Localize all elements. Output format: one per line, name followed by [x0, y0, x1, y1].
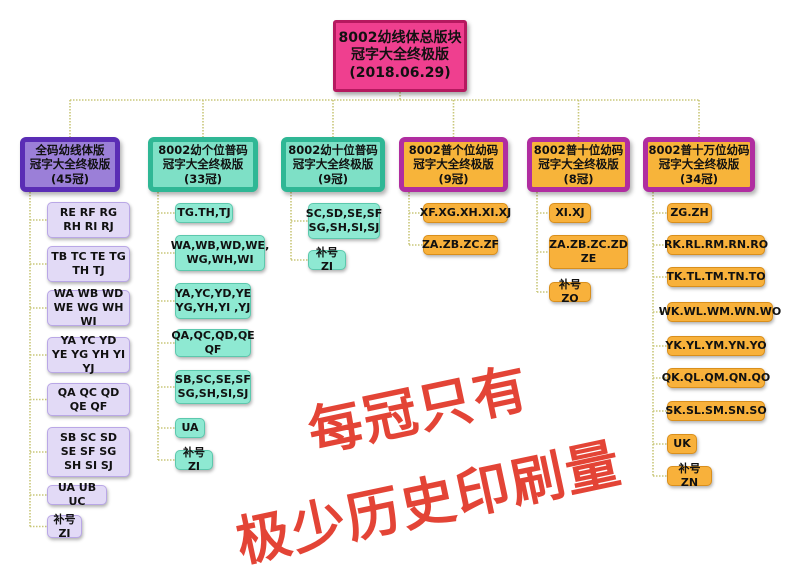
prefix-group-item: UA [175, 418, 205, 438]
category-header-5: 8002普十位幼码冠字大全终极版(8冠) [527, 137, 630, 192]
prefix-group-item: RE RF RG RH RI RJ [47, 202, 130, 238]
prefix-group-item: QK.QL.QM.QN.QO [662, 368, 770, 388]
prefix-group-item: 补号ZI [175, 446, 213, 473]
root-line-2: 冠字大全终极版 [351, 47, 449, 64]
prefix-group-item: 补号ZI [308, 246, 346, 273]
header-line: 冠字大全终极版 [413, 157, 494, 172]
header-line: (8冠) [563, 171, 594, 186]
prefix-group-item: WK.WL.WM.WN.WO [659, 302, 781, 322]
prefix-group-item: TB TC TE TG TH TJ [47, 246, 130, 282]
category-header-4: 8002普个位幼码冠字大全终极版(9冠) [399, 137, 508, 192]
prefix-group-item: TG.TH,TJ [175, 203, 233, 223]
header-line: 8002幼个位普码 [158, 142, 248, 157]
connector-lines [29, 92, 700, 528]
category-header-2: 8002幼个位普码冠字大全终极版(33冠) [148, 137, 258, 192]
prefix-group-item: TK.TL.TM.TN.TO [666, 267, 766, 287]
prefix-group-item: QA,QC,QD,QE QF [171, 329, 255, 357]
category-header-1: 全码幼线体版冠字大全终极版(45冠) [20, 137, 120, 192]
header-line: 8002普十位幼码 [533, 142, 624, 157]
header-line: (9冠) [317, 171, 348, 186]
prefix-group-item: SB,SC,SE,SF SG,SH,SI,SJ [175, 370, 251, 404]
prefix-group-item: ZA.ZB.ZC.ZD ZE [549, 235, 628, 269]
root-line-1: 8002幼线体总版块 [338, 29, 462, 46]
header-line: (33冠) [183, 171, 222, 186]
category-header-6: 8002普十万位幼码冠字大全终极版(34冠) [643, 137, 755, 192]
prefix-group-item: UA UB UC [47, 481, 107, 508]
root-node: 8002幼线体总版块 冠字大全终极版 (2018.06.29) [333, 20, 467, 92]
prefix-group-item: XI.XJ [549, 203, 591, 223]
header-line: (45冠) [50, 171, 89, 186]
prefix-group-item: ZA.ZB.ZC.ZF [422, 235, 499, 255]
prefix-group-item: 补号ZI [47, 513, 82, 540]
header-line: (9冠) [438, 171, 469, 186]
header-line: 8002普十万位幼码 [648, 142, 750, 157]
prefix-group-item: YA YC YD YE YG YH YI YJ [47, 334, 130, 375]
header-line: 冠字大全终极版 [658, 157, 740, 172]
prefix-group-item: QA QC QD QE QF [47, 383, 130, 416]
header-line: (34冠) [679, 171, 718, 186]
header-line: 冠字大全终极版 [538, 157, 619, 172]
category-header-3: 8002幼十位普码冠字大全终极版(9冠) [281, 137, 385, 192]
prefix-group-item: YK.YL.YM.YN.YO [665, 336, 767, 356]
header-line: 8002普个位幼码 [408, 142, 499, 157]
header-line: 冠字大全终极版 [162, 157, 244, 172]
prefix-group-item: SB SC SD SE SF SG SH SI SJ [47, 427, 130, 477]
prefix-group-item: WA,WB,WD,WE, WG,WH,WI [171, 235, 269, 271]
prefix-group-item: ZG.ZH [667, 203, 712, 223]
prefix-group-item: 补号ZO [549, 278, 591, 305]
root-line-3: (2018.06.29) [349, 64, 451, 81]
header-line: 冠字大全终极版 [29, 157, 111, 172]
header-line: 冠字大全终极版 [292, 157, 374, 172]
prefix-group-item: 补号ZN [667, 462, 712, 489]
prefix-group-item: YA,YC,YD,YE YG,YH,YI ,YJ [175, 283, 251, 319]
prefix-group-item: SK.SL.SM.SN.SO [665, 401, 767, 421]
prefix-group-item: RK.RL.RM.RN.RO [664, 235, 768, 255]
prefix-group-item: XF.XG.XH.XI.XJ [420, 203, 511, 223]
header-line: 8002幼十位普码 [288, 142, 378, 157]
prefix-group-item: SC,SD,SE,SF SG,SH,SI,SJ [306, 203, 382, 239]
prefix-group-item: UK [667, 434, 697, 454]
prefix-group-item: WA WB WD WE WG WH WI [47, 287, 130, 328]
header-line: 全码幼线体版 [35, 142, 105, 157]
